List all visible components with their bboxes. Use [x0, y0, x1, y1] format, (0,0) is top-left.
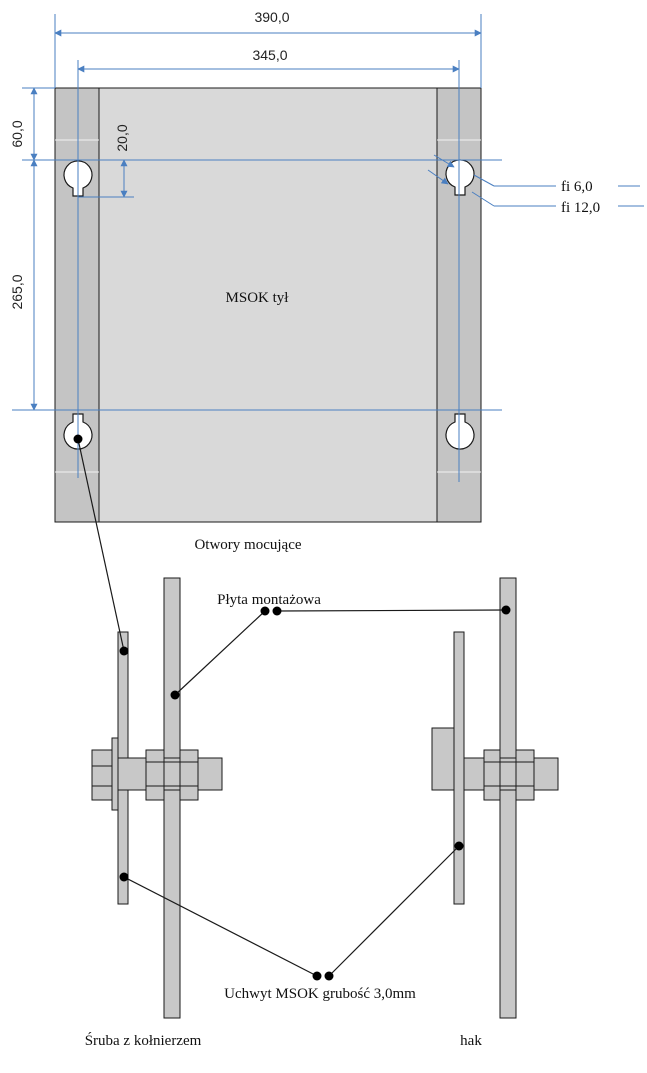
dim-slot-length-label: 20,0: [114, 124, 130, 151]
mounting-holes-label: Otwory mocujące: [194, 537, 301, 553]
bracket-label: Uchwyt MSOK grubość 3,0mm: [224, 986, 416, 1002]
dot-bracket-right: [454, 841, 464, 851]
flange-screw-label: Śruba z kołnierzem: [85, 1032, 202, 1049]
dimension-lines: [12, 14, 644, 482]
dot-plate-label-a: [260, 606, 270, 616]
flange-screw-assembly: [91, 577, 223, 1019]
dot-plate-right: [501, 605, 511, 615]
dim-hole-spacing-width-label: 345,0: [252, 47, 287, 63]
dim-large-diameter-leader: [427, 169, 449, 185]
panel-label: MSOK tył: [226, 290, 290, 306]
dim-top-offset-label: 60,0: [9, 120, 25, 147]
dot-bracket-label-b: [324, 971, 334, 981]
hook-assembly: [431, 577, 559, 1019]
dim-small-diameter-label: fi 6,0: [561, 179, 593, 195]
mounting-plate-label: Płyta montażowa: [217, 592, 321, 608]
right-mounting-plate: [499, 577, 517, 1019]
left-nut-back: [179, 749, 199, 801]
keyhole-bottom-right: [445, 413, 475, 450]
dot-bracket-label-a: [312, 971, 322, 981]
dot-bracket-left-top: [119, 646, 129, 656]
screw-flange: [111, 737, 119, 811]
hook-block: [431, 727, 455, 791]
dot-plate-left: [170, 690, 180, 700]
right-nut: [483, 749, 501, 801]
dot-plate-label-b: [272, 606, 282, 616]
dim-small-diameter-leader: [433, 154, 455, 168]
right-nut-back: [515, 749, 535, 801]
leader-dots: [73, 434, 511, 981]
dot-hole: [73, 434, 83, 444]
dot-bracket-left-bottom: [119, 872, 129, 882]
leader-lines: [77, 438, 507, 977]
right-bracket: [453, 631, 465, 905]
left-nut: [145, 749, 165, 801]
left-mounting-plate: [163, 577, 181, 1019]
hook-label: hak: [460, 1033, 482, 1049]
hook-shaft: [463, 757, 559, 791]
screw-head: [91, 749, 113, 801]
dim-overall-width-label: 390,0: [254, 9, 289, 25]
left-rail: [54, 87, 100, 523]
dim-hole-spacing-height-label: 265,0: [9, 274, 25, 309]
dim-large-diameter-label: fi 12,0: [561, 200, 600, 216]
